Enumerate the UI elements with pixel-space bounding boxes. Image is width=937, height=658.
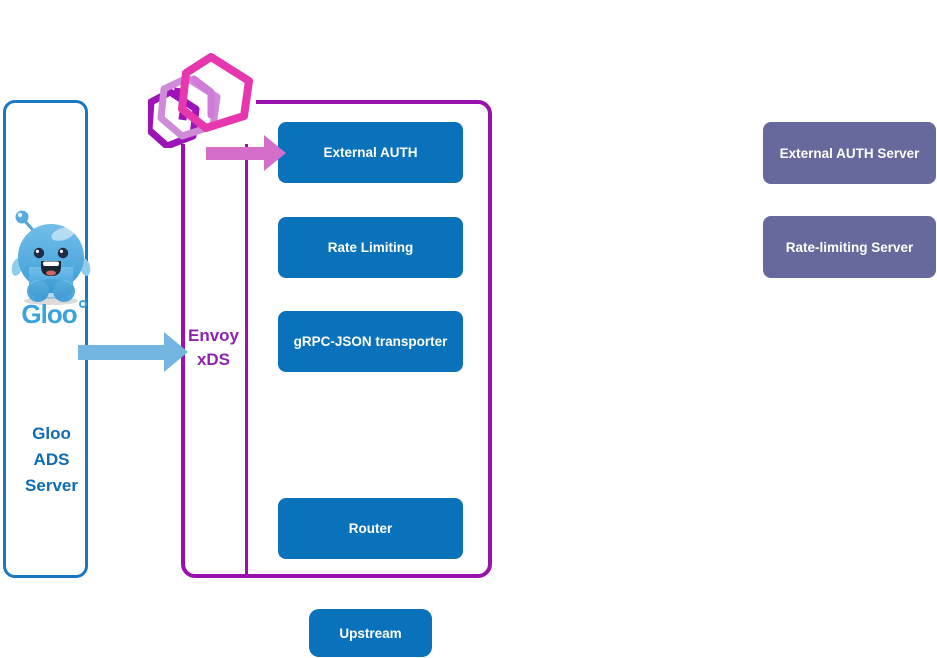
server-label: External AUTH Server	[779, 145, 920, 161]
envoy-xds-label: Envoy xDS	[181, 324, 246, 372]
gloo-label-line2: ADS	[33, 450, 70, 469]
gloo-ads-server-node: Gloo Gloo ADS Server	[3, 100, 91, 578]
filter-label: Router	[348, 521, 393, 536]
envoy-label-line2: xDS	[196, 350, 231, 369]
filter-box-grpc-json-transporter: gRPC-JSON transporter	[278, 311, 463, 372]
filter-label: Rate Limiting	[327, 240, 414, 255]
envoy-xds-divider	[245, 103, 248, 575]
gloo-label-line3: Server	[25, 476, 78, 495]
filter-box-external-auth: External AUTH	[278, 122, 463, 183]
envoy-label-line1: Envoy	[187, 326, 240, 345]
filter-chain-arrow-icon	[206, 135, 286, 171]
envoy-logo-icon	[148, 52, 256, 148]
gloo-label-line1: Gloo	[32, 424, 71, 443]
upstream-label: Upstream	[339, 625, 402, 641]
gloo-mascot-icon: Gloo	[11, 210, 91, 329]
filter-box-router: Router	[278, 498, 463, 559]
external-auth-server-node: External AUTH Server	[763, 122, 936, 184]
filter-label: gRPC-JSON transporter	[293, 334, 448, 349]
rate-limiting-server-node: Rate-limiting Server	[763, 216, 936, 278]
filter-label: External AUTH	[323, 145, 418, 160]
server-label: Rate-limiting Server	[785, 239, 914, 255]
gloo-wordmark: Gloo	[21, 299, 76, 329]
xds-config-arrow-icon	[78, 332, 188, 372]
upstream-node: Upstream	[309, 609, 432, 657]
filter-box-rate-limiting: Rate Limiting	[278, 217, 463, 278]
gloo-node-label: Gloo ADS Server	[9, 421, 94, 499]
